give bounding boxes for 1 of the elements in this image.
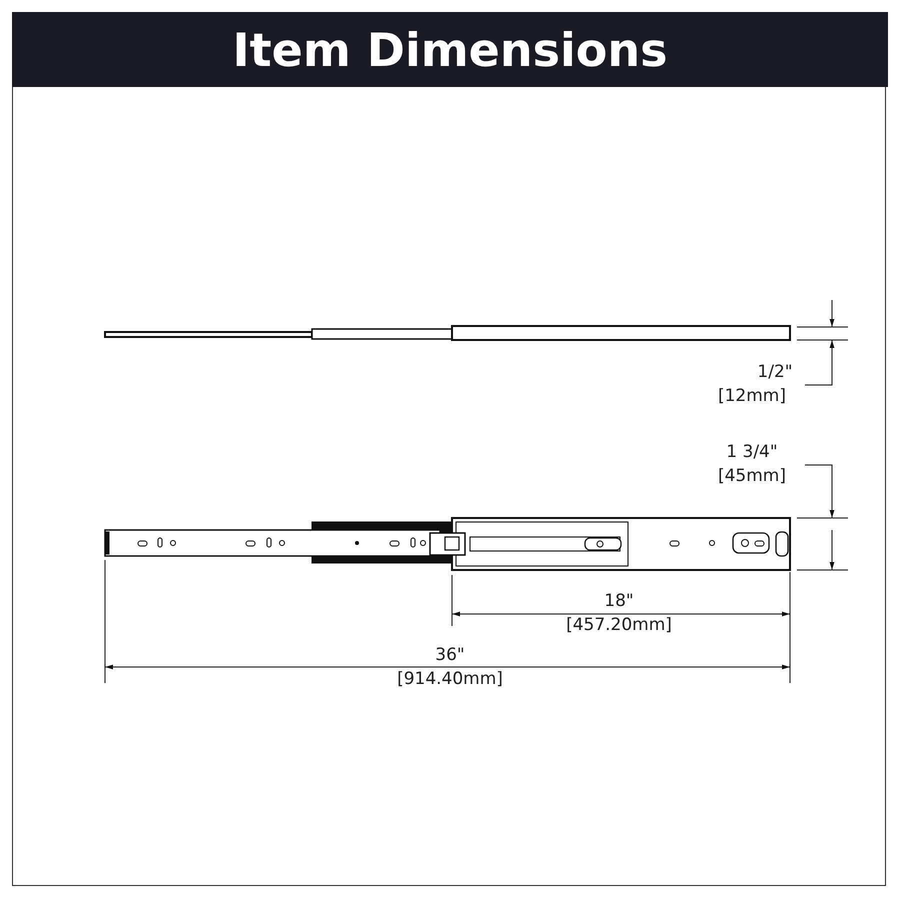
title: Item Dimensions (232, 24, 668, 76)
